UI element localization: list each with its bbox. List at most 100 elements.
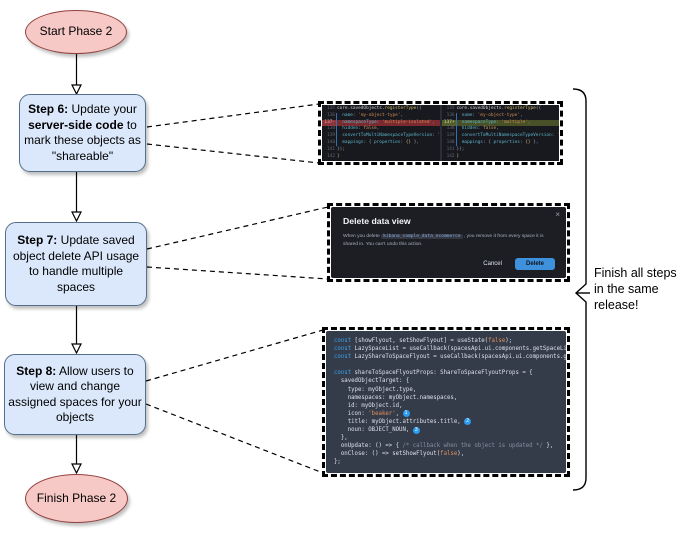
text-segment: core.savedObjects.	[337, 106, 385, 111]
text-segment: :	[352, 112, 359, 118]
diff-line: 137- namespaceType: 'multiple-isolated',	[322, 119, 440, 127]
text-segment: properties	[374, 139, 401, 145]
line-number: 141	[327, 146, 335, 152]
text-segment: });	[456, 146, 465, 152]
text-segment: hidden	[456, 126, 478, 132]
line-code: core.savedObjects.registerType({	[337, 106, 440, 113]
line-code: mappings: { properties: {} },	[337, 140, 440, 147]
close-icon[interactable]: ×	[555, 210, 560, 219]
text-segment: name	[456, 112, 473, 118]
text-segment: ({	[535, 106, 542, 111]
diff-line: 138 hidden: false,	[322, 126, 440, 133]
line-number: 137-	[322, 119, 337, 127]
code-block: const [showFlyout, setShowFlyout] = useS…	[326, 331, 566, 473]
text-segment: hidden	[337, 126, 359, 132]
text-segment: false	[488, 338, 506, 344]
text-segment: namespaces: myObject.namespaces,	[334, 394, 458, 401]
text-segment: registerType	[384, 106, 417, 111]
text-segment: name	[337, 112, 353, 118]
text-segment: noun: OBJECT_NOUN,	[334, 427, 413, 434]
text-segment: type: myObject.type,	[334, 386, 417, 393]
diff-line: 142}	[442, 154, 560, 161]
step7-node: Step 7: Update saved object delete API u…	[5, 222, 147, 306]
text-segment: ,	[432, 119, 435, 125]
text-segment: };	[334, 459, 341, 466]
text-segment: :	[477, 126, 483, 132]
indent-guide	[336, 113, 337, 146]
line-code: name: 'my-object-type',	[457, 113, 560, 120]
text-segment: : {	[363, 139, 375, 145]
text-segment: Update saved object delete API usage to …	[12, 233, 140, 294]
code-line: };	[334, 458, 558, 466]
cancel-button[interactable]: Cancel	[483, 261, 502, 267]
text-segment: const	[334, 370, 352, 377]
step6-label: Step 6: Update your server-side code to …	[23, 102, 142, 164]
text-segment: registerType	[504, 106, 536, 111]
text-segment: id: myObject.id,	[334, 402, 403, 409]
text-segment: LazySpaceList = useCallback(spacesApi.ui…	[351, 346, 566, 353]
text-segment: :	[496, 119, 502, 125]
text-segment: namespaceType	[337, 119, 377, 125]
delete-button[interactable]: Delete	[514, 258, 555, 270]
line-code: core.savedObjects.registerType({	[457, 106, 560, 113]
diff-line: 138 hidden: false,	[442, 126, 560, 133]
line-number: 135	[327, 106, 335, 111]
line-code: });	[457, 147, 560, 154]
text-segment: Step 7:	[17, 233, 58, 247]
code-line	[334, 361, 558, 369]
diff-line: 140 mappings: { properties: {} },	[322, 140, 440, 147]
text-segment: :	[472, 112, 478, 118]
indent-guide	[455, 113, 457, 146]
text-segment: const	[334, 354, 352, 361]
diff-line: 141});	[322, 147, 440, 154]
modal-body: When you delete kibana_sample_data_ecomm…	[331, 230, 566, 248]
text-segment: },	[542, 443, 554, 450]
text-segment: to mark these objects as "shareable"	[24, 117, 141, 163]
line-code: mappings: { properties: {} },	[457, 140, 560, 147]
diff-line: 137+ namespaceType: 'multiple',	[441, 119, 559, 127]
text-segment: convertToMultiNamespaceTypeVersion	[456, 133, 552, 139]
text-segment: mappings	[337, 139, 364, 145]
text-segment: 1	[402, 410, 410, 418]
diff-line: 139 convertToMultiNamespaceTypeVersion: …	[442, 133, 559, 140]
diff-line: 136 name: 'my-object-type',	[442, 113, 560, 120]
text-segment: :	[432, 133, 438, 139]
text-segment: :	[358, 126, 364, 132]
callout-lines	[145, 103, 329, 474]
line-number: 136	[446, 112, 455, 118]
code-line: namespaces: myObject.namespaces,	[334, 394, 558, 402]
text-segment: const	[334, 338, 352, 344]
text-segment: ,	[400, 112, 404, 118]
start-label: Start Phase 2	[39, 24, 113, 39]
text-segment: 'my-object-type'	[358, 112, 401, 118]
text-segment: kibana_sample_data_ecommerce	[381, 234, 463, 239]
text-segment: }	[337, 153, 340, 159]
text-segment: :	[519, 139, 526, 145]
text-segment: 3	[412, 426, 420, 434]
text-segment: false	[482, 126, 497, 132]
step7-label: Step 7: Update saved object delete API u…	[9, 233, 143, 295]
line-number: 139	[446, 133, 455, 139]
text-segment: 'my-object-type'	[477, 112, 520, 118]
code-line: const [showFlyout, setShowFlyout] = useS…	[334, 337, 558, 345]
text-segment: },	[530, 139, 539, 145]
code-line: type: myObject.type,	[334, 386, 558, 394]
text-segment: const	[334, 346, 352, 353]
text-segment: /* callback when the object is updated *…	[402, 443, 543, 450]
line-number: 142	[446, 153, 455, 159]
code-line: onUpdate: () => { /* callback when the o…	[334, 442, 558, 450]
line-number: 142	[327, 153, 335, 159]
line-code: namespaceType: 'multiple-isolated',	[337, 120, 440, 127]
text-segment: ,	[519, 112, 523, 118]
diff-line: 140 mappings: { properties: {} },	[442, 140, 560, 147]
code-line: savedObjectTarget: {	[334, 377, 558, 385]
text-segment: '	[557, 133, 559, 138]
text-segment: onClose: () => setShowFlyout(	[334, 451, 441, 458]
arrowheads	[71, 84, 82, 475]
line-number: 141	[446, 146, 455, 152]
finish-node: Finish Phase 2	[25, 474, 128, 523]
text-segment: shareToSpaceFlyoutProps: ShareToSpaceFly…	[351, 370, 533, 377]
